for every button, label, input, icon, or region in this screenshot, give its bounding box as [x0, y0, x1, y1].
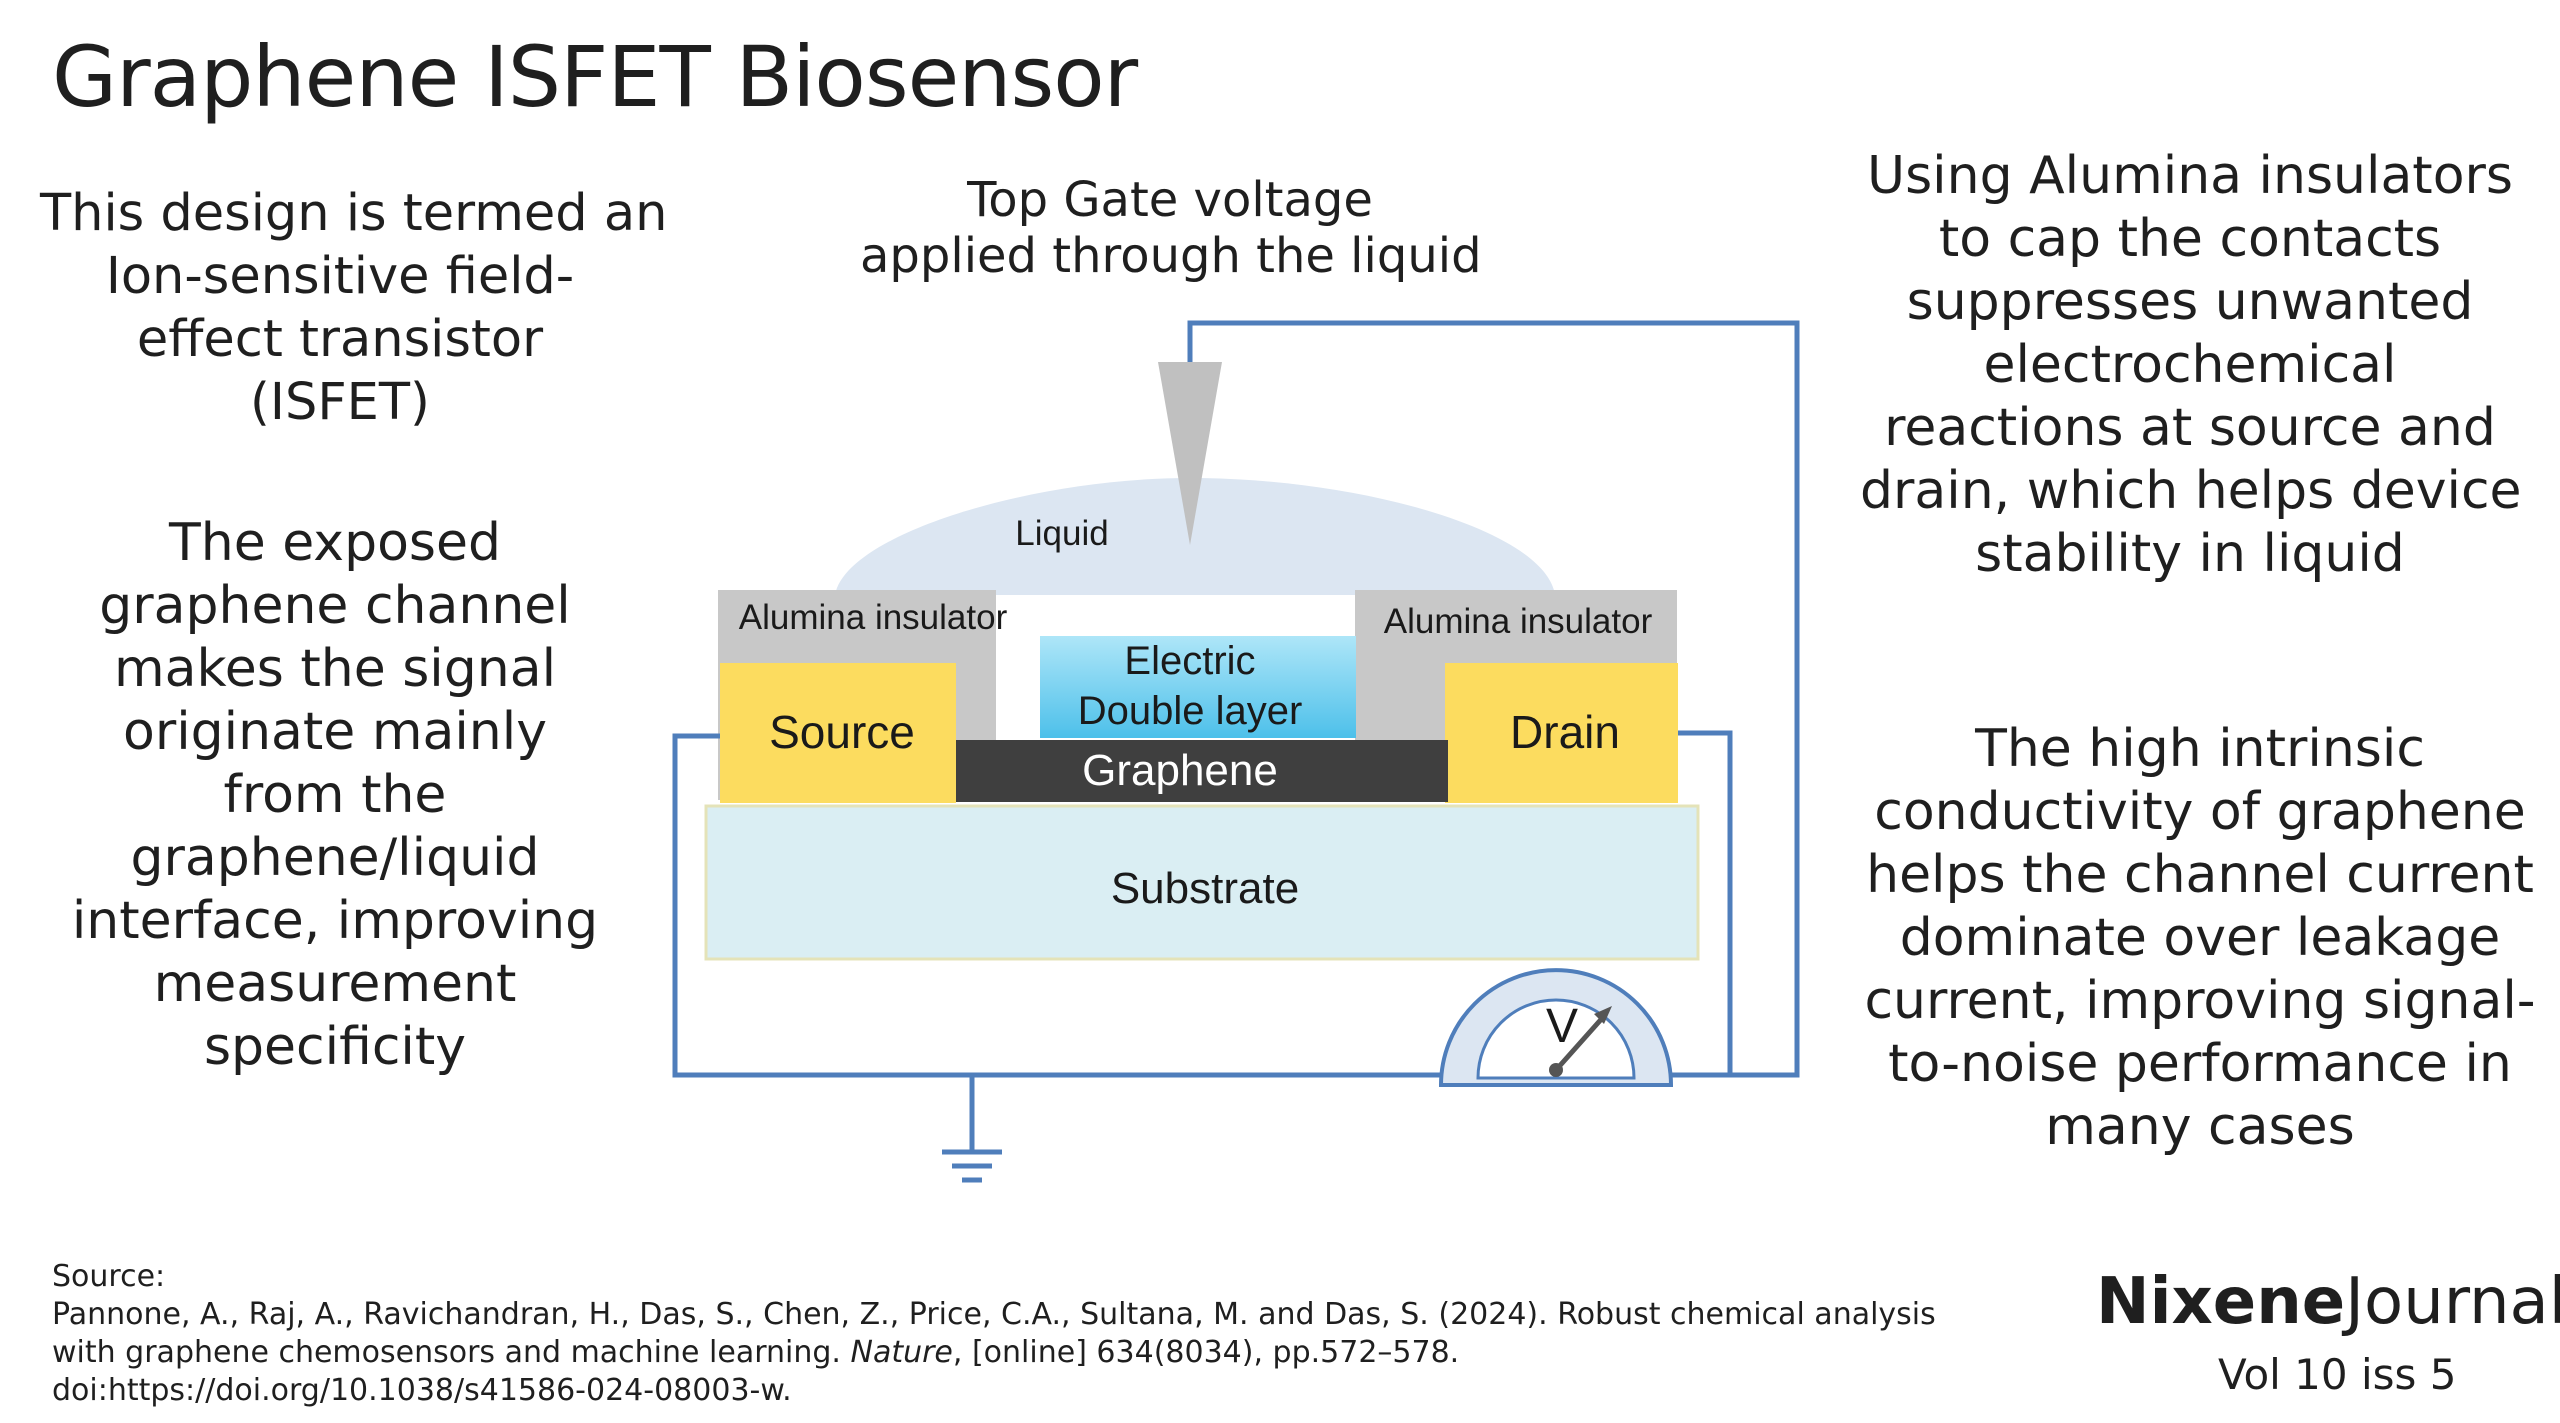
text-line: to-noise performance in [1888, 1034, 2512, 1094]
drain-label: Drain [1510, 706, 1620, 758]
text-line: to cap the contacts [1938, 209, 2442, 269]
brand-logo: NixeneJournal [2096, 1265, 2560, 1339]
text-line: effect transistor [136, 310, 544, 369]
liquid-label: Liquid [1015, 514, 1108, 553]
text-line: This design is termed an [40, 184, 668, 243]
brand-name-bold: Nixene [2096, 1265, 2346, 1339]
citation-text: , [online] 634(8034), pp.572–578. [952, 1335, 1460, 1370]
graphene-label: Graphene [1082, 746, 1278, 795]
exposed-channel-text: The exposed graphene channel makes the s… [40, 512, 630, 1079]
text-line: measurement [153, 954, 517, 1014]
text-line: The exposed [168, 513, 501, 573]
text-line: interface, improving [71, 891, 599, 951]
alumina-insulator-text: Using Alumina insulators to cap the cont… [1860, 145, 2522, 586]
text-line: reactions at source and [1884, 398, 2496, 458]
source-wire [672, 733, 1444, 1078]
voltmeter-label: V [1546, 1000, 1578, 1053]
alumina-left-label: Alumina insulator [739, 598, 1008, 637]
substrate-label: Substrate [1111, 864, 1299, 913]
text-line: stability in liquid [1975, 524, 2405, 584]
gate-wire [1187, 320, 1800, 1078]
journal-name: Nature [850, 1335, 953, 1370]
source-citation: Source: Pannone, A., Raj, A., Ravichandr… [52, 1258, 1936, 1410]
citation-line: Pannone, A., Raj, A., Ravichandran, H., … [52, 1297, 1936, 1332]
text-line: Using Alumina insulators [1867, 146, 2513, 206]
text-line: Ion-sensitive field- [105, 247, 575, 306]
substrate [704, 804, 1700, 961]
drain-electrode [1445, 663, 1678, 803]
text-line: specificity [203, 1017, 467, 1077]
text-line: (ISFET) [250, 373, 430, 432]
text-line: originate mainly [123, 702, 547, 762]
text-line: many cases [2045, 1097, 2355, 1157]
alumina-right-label: Alumina insulator [1384, 602, 1653, 641]
text-line: The high intrinsic [1975, 719, 2425, 779]
edl-label-line1: Electric [1124, 639, 1255, 683]
brand-name-light: Journal [2345, 1265, 2560, 1339]
source-label: Source: [52, 1259, 166, 1294]
doi-link[interactable]: doi:https://doi.org/10.1038/s41586-024-0… [52, 1373, 792, 1408]
top-gate-label: Top Gate voltage applied through the liq… [860, 172, 1482, 284]
text-line: suppresses unwanted [1906, 272, 2474, 332]
citation-line: with graphene chemosensors and machine l… [52, 1334, 1936, 1372]
page-title: Graphene ISFET Biosensor [52, 28, 1138, 126]
conductivity-text: The high intrinsic conductivity of graph… [1860, 718, 2540, 1159]
text-line: helps the channel current [1866, 845, 2534, 905]
source-label: Source [769, 706, 915, 758]
graphene-channel [956, 740, 1448, 802]
text-line: current, improving signal- [1864, 971, 2536, 1031]
drain-wire [1670, 730, 1733, 1078]
liquid-droplet [835, 478, 1555, 595]
text-line: dominate over leakage [1899, 908, 2501, 968]
text-line: conductivity of graphene [1874, 782, 2526, 842]
gate-electrode-icon [1158, 362, 1222, 545]
text-line: graphene channel [99, 576, 571, 636]
text-line: Top Gate voltage [967, 172, 1373, 228]
electric-double-layer [1040, 636, 1356, 738]
edl-label-line2: Double layer [1078, 689, 1303, 733]
text-line: applied through the liquid [860, 228, 1482, 284]
text-line: drain, which helps device [1860, 461, 2522, 521]
volume-issue: Vol 10 iss 5 [2218, 1350, 2457, 1399]
source-electrode [720, 663, 956, 803]
voltmeter-icon [1438, 968, 1674, 1087]
text-line: graphene/liquid [130, 828, 540, 888]
ground-icon [942, 1149, 1002, 1183]
text-line: makes the signal [113, 639, 557, 699]
citation-text: with graphene chemosensors and machine l… [52, 1335, 851, 1370]
text-line: electrochemical [1983, 335, 2397, 395]
isfet-definition-text: This design is termed an Ion-sensitive f… [40, 182, 668, 434]
text-line: from the [223, 765, 447, 825]
